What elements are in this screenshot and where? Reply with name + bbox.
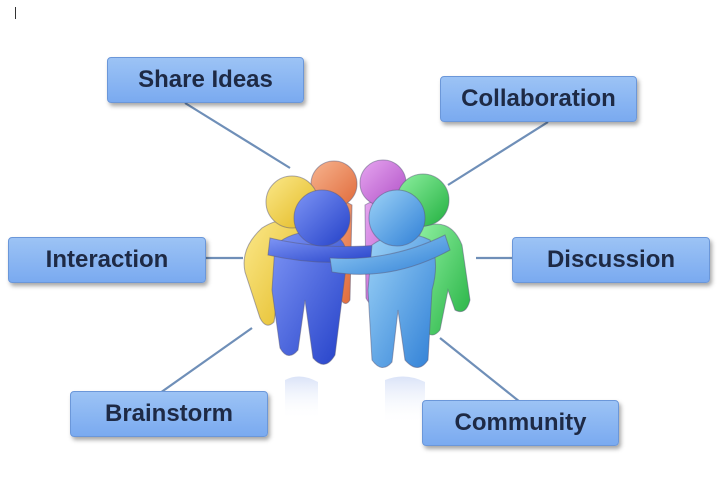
- figure-light-blue: [329, 189, 451, 368]
- group-of-people-huddle-icon: [243, 159, 471, 425]
- figure-reflection: [285, 376, 425, 425]
- label-discussion: Discussion: [512, 237, 710, 283]
- connector-brainstorm: [159, 327, 253, 394]
- connector-community: [439, 337, 521, 403]
- label-community: Community: [422, 400, 619, 446]
- label-community-text: Community: [454, 409, 587, 436]
- label-discussion-text: Discussion: [546, 246, 676, 273]
- label-collaboration: Collaboration: [440, 76, 637, 122]
- label-collaboration-text: Collaboration: [461, 85, 616, 112]
- text-cursor: [15, 7, 16, 19]
- label-interaction: Interaction: [8, 237, 206, 283]
- label-share-ideas: Share Ideas: [107, 57, 304, 103]
- label-brainstorm-text: Brainstorm: [104, 400, 234, 427]
- label-brainstorm: Brainstorm: [70, 391, 268, 437]
- label-interaction-text: Interaction: [45, 246, 169, 273]
- connector-collaboration: [447, 121, 549, 186]
- label-share-ideas-text: Share Ideas: [138, 66, 273, 93]
- connector-share-ideas: [184, 102, 291, 169]
- connector-lines: [159, 102, 549, 403]
- figure-blue: [267, 189, 385, 365]
